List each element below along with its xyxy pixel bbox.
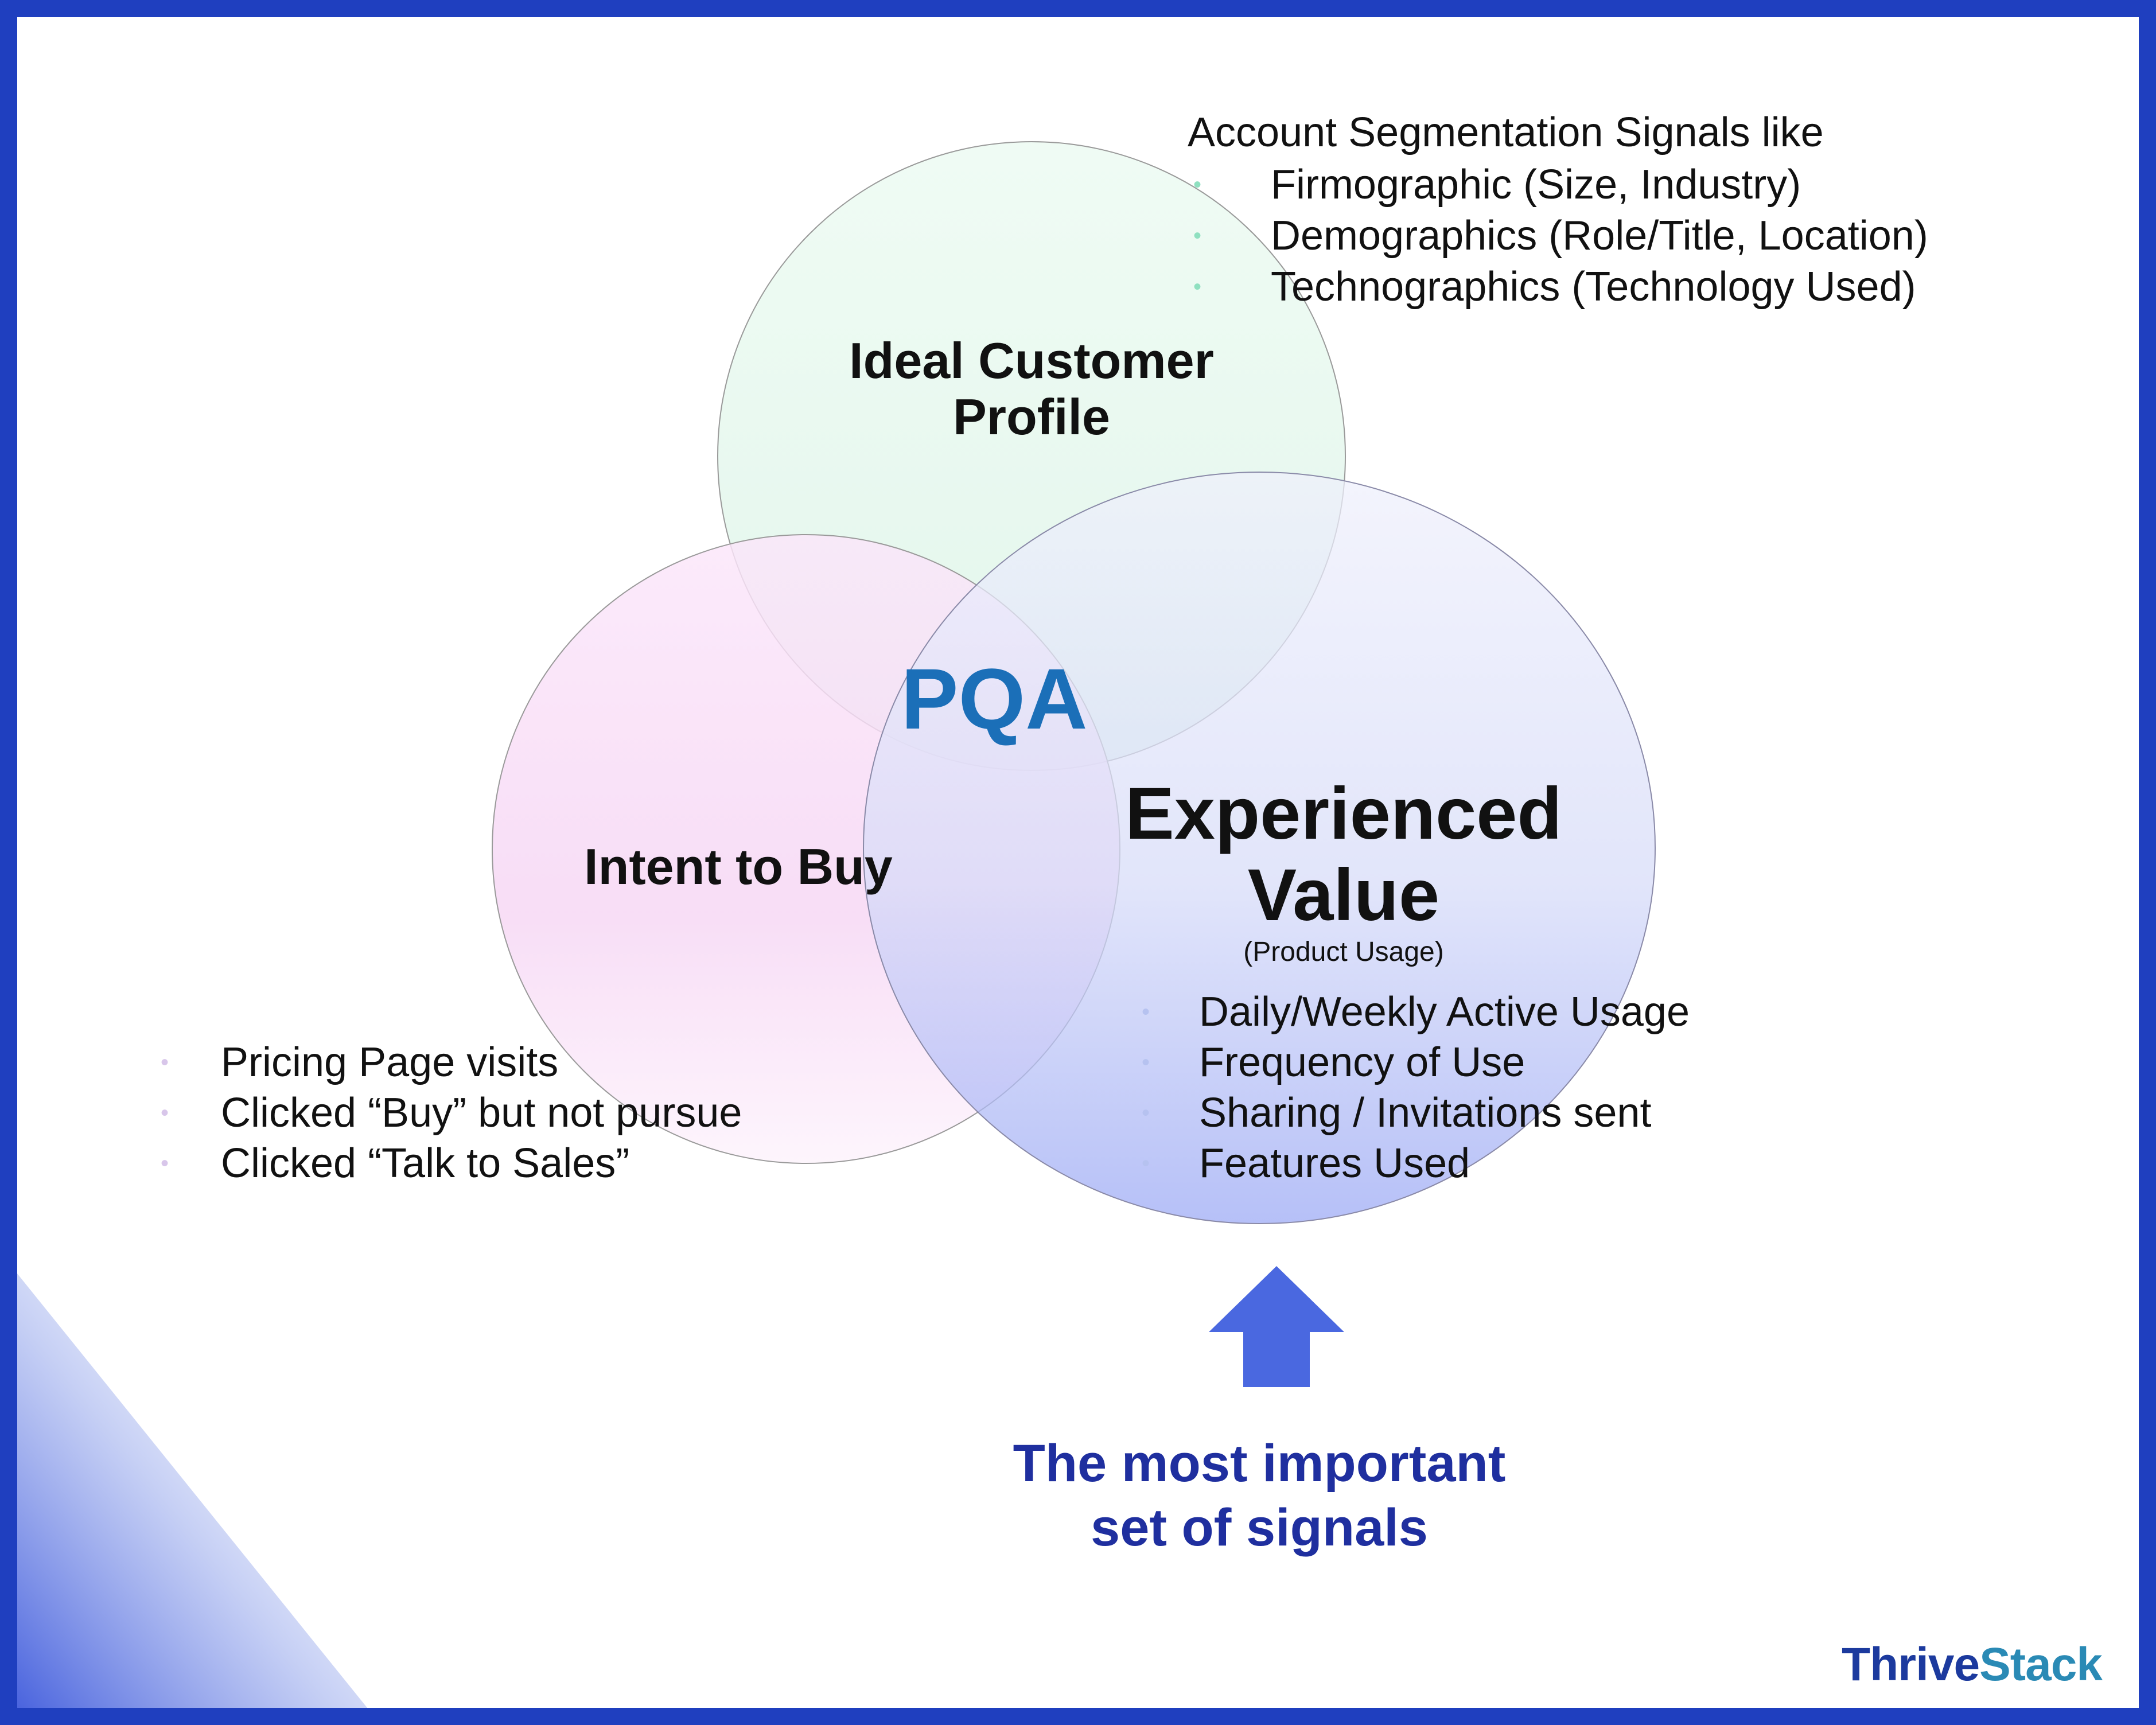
value-signals-list: • Daily/Weekly Active Usage • Frequency of…	[1136, 987, 1690, 1189]
bullet-icon: •	[1142, 1050, 1150, 1075]
list-item-text: Clicked “Buy” but not pursue	[221, 1090, 742, 1136]
list-item-text: Daily/Weekly Active Usage	[1199, 989, 1690, 1035]
bullet-icon: •	[1193, 223, 1202, 248]
list-item: • Features Used	[1136, 1138, 1690, 1189]
list-item: • Clicked “Buy” but not pursue	[155, 1088, 742, 1138]
list-item-text: Pricing Page visits	[221, 1039, 559, 1085]
value-title-line2: Value	[1247, 854, 1440, 936]
bullet-icon: •	[1142, 999, 1150, 1025]
list-item-text: Demographics (Role/Title, Location)	[1271, 213, 1928, 259]
list-item-text: Technographics (Technology Used)	[1271, 264, 1916, 310]
list-item: • Clicked “Talk to Sales”	[155, 1138, 742, 1189]
list-item-text: Features Used	[1199, 1140, 1470, 1186]
highlight-line1: The most important	[1013, 1434, 1506, 1493]
list-item: • Sharing / Invitations sent	[1136, 1088, 1690, 1138]
icp-title-line1: Ideal Customer	[849, 332, 1214, 389]
list-item-text: Clicked “Talk to Sales”	[221, 1140, 630, 1186]
pqa-label: PQA	[901, 651, 1088, 747]
bullet-icon: •	[1142, 1151, 1150, 1176]
value-title: Experienced Value	[1125, 773, 1562, 936]
value-subtitle: (Product Usage)	[1243, 937, 1444, 967]
intent-signals-list: • Pricing Page visits • Clicked “Buy” but …	[155, 1037, 742, 1189]
icp-title: Ideal Customer Profile	[849, 333, 1214, 445]
bullet-icon: •	[1193, 172, 1202, 197]
list-item: • Demographics (Role/Title, Location)	[1188, 211, 1928, 262]
thrivestack-logo: ThriveStack	[1842, 1638, 2103, 1692]
highlight-line2: set of signals	[1091, 1498, 1428, 1557]
bullet-icon: •	[161, 1100, 169, 1126]
bullet-icon: •	[1193, 274, 1202, 299]
corner-gradient	[17, 1274, 367, 1708]
logo-part2: Stack	[1979, 1638, 2103, 1691]
list-item: • Pricing Page visits	[155, 1037, 742, 1088]
bullet-icon: •	[161, 1050, 169, 1075]
bullet-icon: •	[1142, 1100, 1150, 1126]
list-item-text: Sharing / Invitations sent	[1199, 1090, 1652, 1136]
value-circle	[863, 472, 1656, 1224]
list-item: • Technographics (Technology Used)	[1188, 262, 1928, 313]
list-item-text: Frequency of Use	[1199, 1039, 1525, 1085]
value-title-line1: Experienced	[1125, 773, 1562, 855]
logo-part1: Thrive	[1842, 1638, 1980, 1691]
list-item: • Frequency of Use	[1136, 1037, 1690, 1088]
list-item-text: Firmographic (Size, Industry)	[1271, 162, 1801, 208]
list-item: • Firmographic (Size, Industry)	[1188, 159, 1928, 211]
bullet-icon: •	[161, 1151, 169, 1176]
segmentation-heading: Account Segmentation Signals like	[1188, 110, 1824, 155]
icp-title-line2: Profile	[953, 388, 1110, 445]
highlight-caption: The most important set of signals	[1013, 1431, 1506, 1560]
intent-title: Intent to Buy	[584, 838, 893, 895]
segmentation-list: • Firmographic (Size, Industry) • Demograp…	[1188, 159, 1928, 313]
list-item: • Daily/Weekly Active Usage	[1136, 987, 1690, 1037]
arrow-up-icon	[1209, 1266, 1344, 1387]
